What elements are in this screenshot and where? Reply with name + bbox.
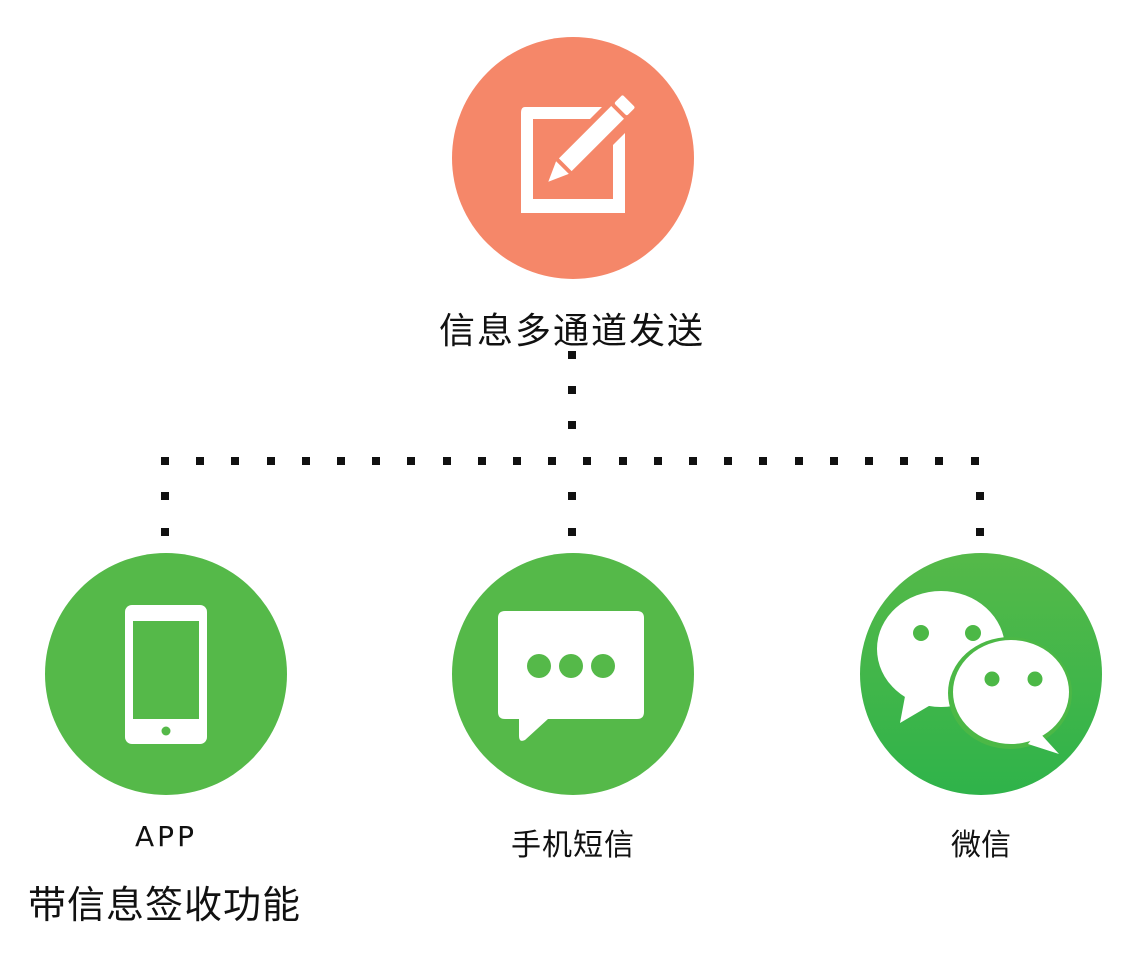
app-node-circle (45, 553, 287, 795)
connector-dot (976, 528, 984, 536)
connector-dot (196, 457, 204, 465)
connector-dot (337, 457, 345, 465)
connector-dot (302, 457, 310, 465)
connector-dot (161, 528, 169, 536)
connector-dot (267, 457, 275, 465)
connector-dot (583, 457, 591, 465)
connector-dot (976, 492, 984, 500)
wechat-node-label: 微信 (951, 828, 1011, 863)
connector-dot (724, 457, 732, 465)
connector-dot (568, 386, 576, 394)
connector-dot (971, 457, 979, 465)
wechat-icon (860, 553, 1102, 795)
connector-dot (568, 528, 576, 536)
smartphone-icon (125, 605, 207, 744)
connector-dot (935, 457, 943, 465)
connector-dot (900, 457, 908, 465)
connector-dot (513, 457, 521, 465)
connector-dot (161, 457, 169, 465)
connector-dot (795, 457, 803, 465)
connector-dot (407, 457, 415, 465)
connector-dot (231, 457, 239, 465)
sms-node-circle (452, 553, 694, 795)
sms-message-icon (498, 611, 644, 741)
connector-dot (830, 457, 838, 465)
app-note-text: 带信息签收功能 (28, 883, 302, 927)
edit-icon (521, 95, 635, 213)
connector-dot (478, 457, 486, 465)
connector-dot (759, 457, 767, 465)
connector-dot (443, 457, 451, 465)
connector-dot (372, 457, 380, 465)
connector-dot (865, 457, 873, 465)
connector-dot (689, 457, 697, 465)
connector-dot (161, 492, 169, 500)
connector-dot (619, 457, 627, 465)
connector-dot (568, 492, 576, 500)
connector-dot (654, 457, 662, 465)
connector-dot (568, 421, 576, 429)
sms-node-label: 手机短信 (511, 828, 635, 863)
wechat-node-circle (860, 553, 1102, 795)
connector-dot (548, 457, 556, 465)
root-node-circle (452, 37, 694, 279)
app-node-label: APP (135, 820, 197, 853)
root-node-label: 信息多通道发送 (438, 311, 705, 352)
connector-dot (568, 351, 576, 359)
